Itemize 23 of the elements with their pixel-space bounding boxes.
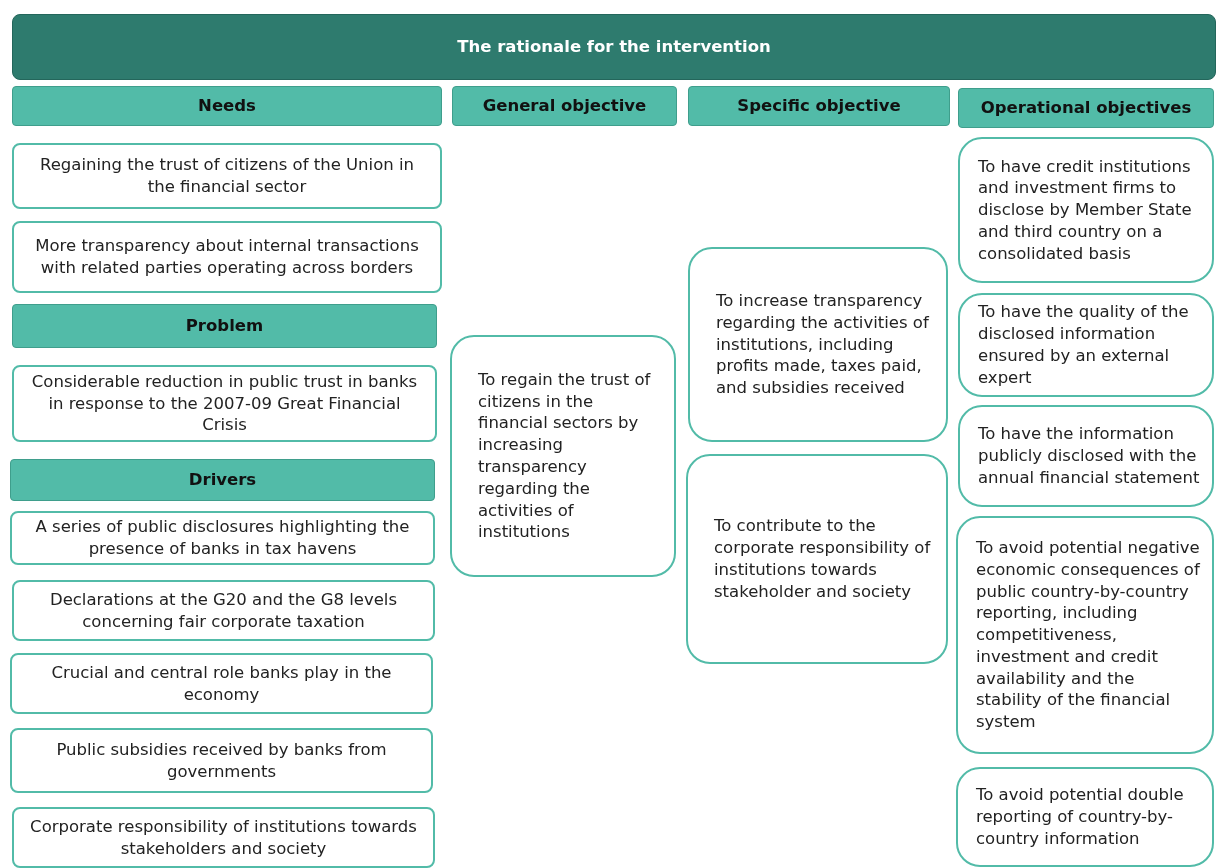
- text-box: Public subsidies received by banks from governments: [10, 728, 433, 793]
- text-box: Corporate responsibility of institutions towards stakeholders and society: [12, 807, 435, 868]
- section-header: Needs: [12, 86, 442, 126]
- section-header: Problem: [12, 304, 437, 348]
- title-banner: The rationale for the intervention: [12, 14, 1216, 80]
- objective-box: To have credit institutions and investment firms to disclose by Member State and third country on a consolidated basis: [958, 137, 1214, 283]
- objective-box: To avoid potential negative economic consequences of public country-by-country reporting, including competitiveness, investment and credit availability and the stability of the financial system: [956, 516, 1214, 754]
- text-box: Regaining the trust of citizens of the Union in the financial sector: [12, 143, 442, 209]
- text-box: More transparency about internal transactions with related parties operating across borders: [12, 221, 442, 293]
- objective-box: To contribute to the corporate responsibility of institutions towards stakeholder and society: [686, 454, 948, 664]
- objective-box: To have the quality of the disclosed information ensured by an external expert: [958, 293, 1214, 397]
- objective-box: To increase transparency regarding the activities of institutions, including profits made, taxes paid, and subsidies received: [688, 247, 948, 442]
- text-box: A series of public disclosures highlighting the presence of banks in tax havens: [10, 511, 435, 565]
- section-header: General objective: [452, 86, 677, 126]
- section-header: Drivers: [10, 459, 435, 501]
- objective-box: To avoid potential double reporting of country-by-country information: [956, 767, 1214, 867]
- text-box: Considerable reduction in public trust in banks in response to the 2007-09 Great Financial Crisis: [12, 365, 437, 442]
- objective-box: To have the information publicly disclosed with the annual financial statement: [958, 405, 1214, 507]
- section-header: Operational objectives: [958, 88, 1214, 128]
- text-box: Declarations at the G20 and the G8 levels concerning fair corporate taxation: [12, 580, 435, 641]
- text-box: Crucial and central role banks play in the economy: [10, 653, 433, 714]
- objective-box: To regain the trust of citizens in the financial sectors by increasing transparency regarding the activities of institutions: [450, 335, 676, 577]
- section-header: Specific objective: [688, 86, 950, 126]
